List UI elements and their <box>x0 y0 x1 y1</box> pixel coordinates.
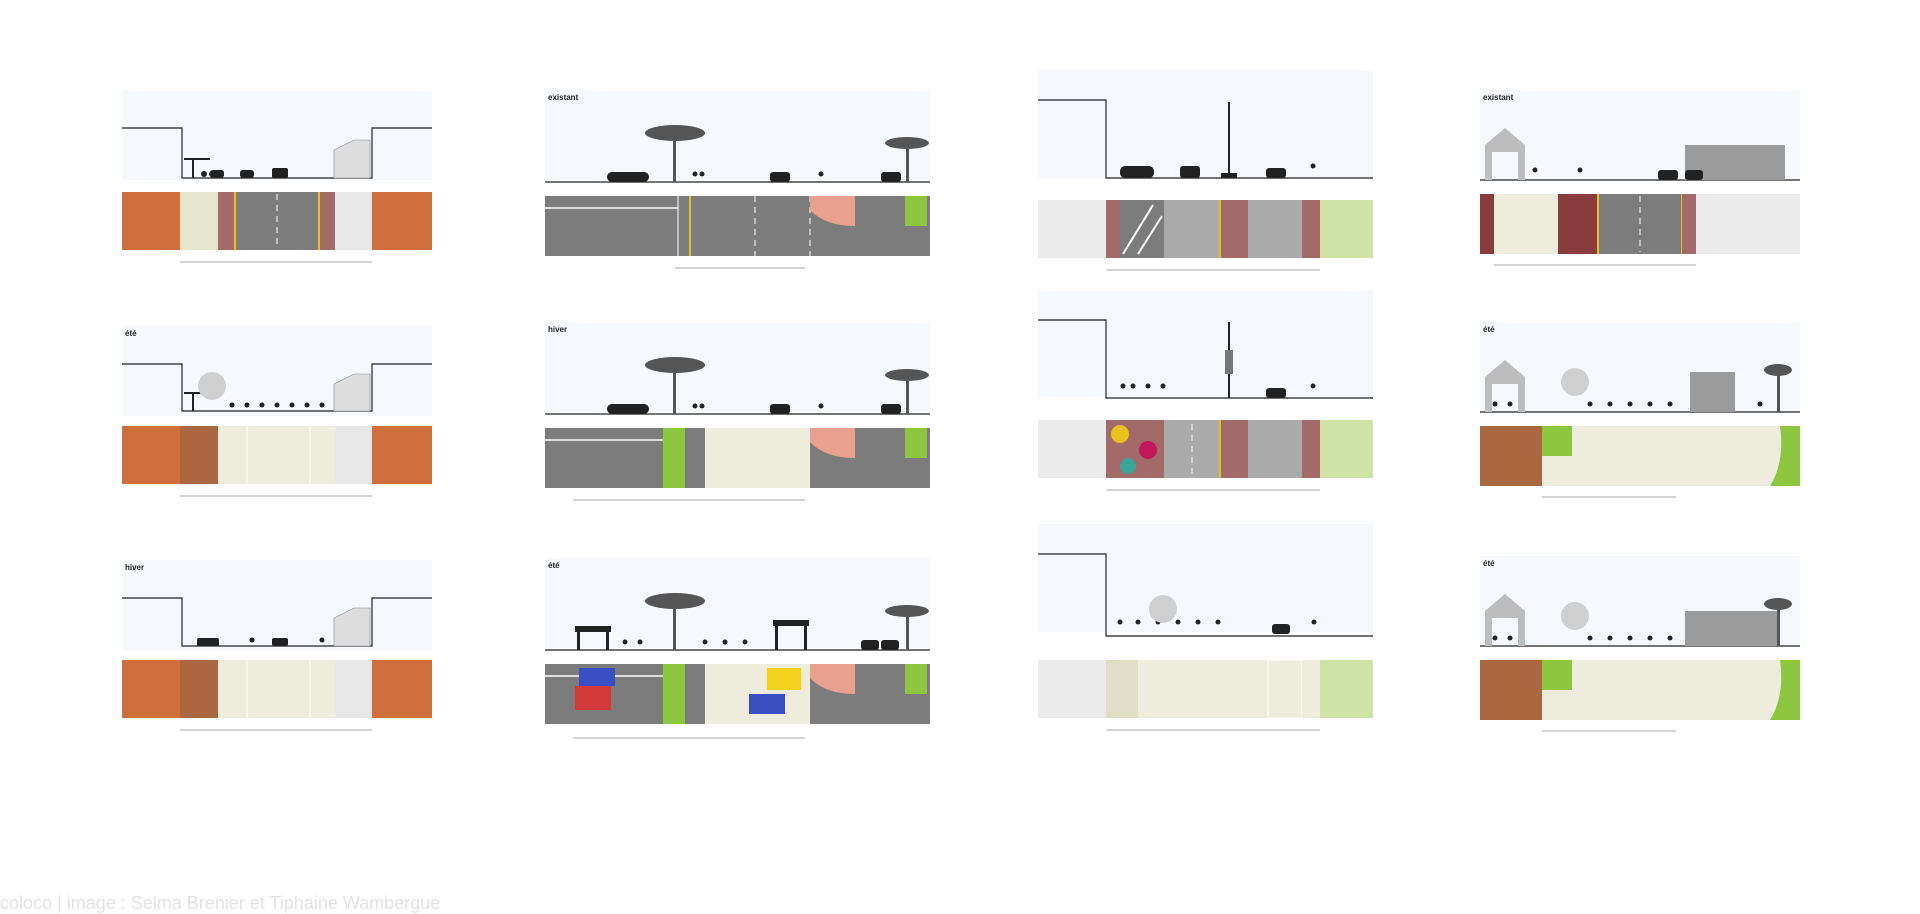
sky <box>1038 290 1373 398</box>
section-drawing-c4r2 <box>1480 360 1800 498</box>
panel-c1r2: été <box>122 326 432 506</box>
sky <box>1038 70 1373 178</box>
sky <box>545 90 930 180</box>
section-label: été <box>1483 559 1495 568</box>
sky <box>545 558 930 648</box>
panel-c1r3: hiver <box>122 560 432 740</box>
section-drawing-c3r2 <box>1038 319 1373 491</box>
section-drawing-c1r2 <box>122 363 432 497</box>
panel-c3r1 <box>1038 70 1373 285</box>
section-drawing-c2r2 <box>545 357 930 501</box>
section-drawing-c2r3 <box>545 593 930 739</box>
sky <box>1480 322 1800 412</box>
sky <box>122 90 432 180</box>
section-drawing-c3r3 <box>1038 553 1373 731</box>
sky <box>1038 524 1373 632</box>
panel-c2r2: hiver <box>545 322 930 502</box>
section-drawing-c3r1 <box>1038 99 1373 271</box>
section-drawing-c4r1 <box>1480 128 1800 266</box>
panel-c4r2: été <box>1480 322 1800 507</box>
section-label: existant <box>548 93 579 102</box>
section-label: été <box>125 329 137 338</box>
section-label: été <box>548 561 560 570</box>
sky <box>122 560 432 650</box>
section-drawing-c4r3 <box>1480 594 1800 732</box>
section-label: été <box>1483 325 1495 334</box>
panel-c3r2 <box>1038 290 1373 505</box>
section-label: existant <box>1483 93 1514 102</box>
panel-c2r3: été <box>545 558 930 738</box>
panel-c1r1 <box>122 90 432 270</box>
sky <box>122 326 432 416</box>
section-drawing-c1r3 <box>122 597 432 731</box>
section-label: hiver <box>548 325 568 334</box>
section-drawing-c2r1 <box>545 125 930 269</box>
panel-c3r3 <box>1038 524 1373 739</box>
section-drawing-c1r1 <box>122 127 432 263</box>
section-label: hiver <box>125 563 145 572</box>
panel-c2r1: existant <box>545 90 930 270</box>
sky <box>545 322 930 412</box>
image-credit: coloco | image : Selma Brenier et Tiphai… <box>0 893 441 913</box>
